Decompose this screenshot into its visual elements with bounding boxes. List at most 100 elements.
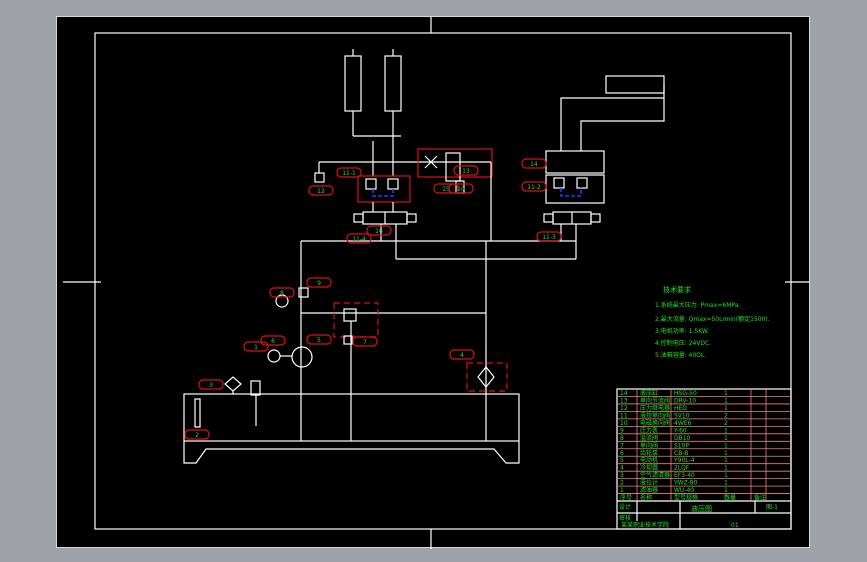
bom-cell: CB-B: [674, 450, 688, 457]
vertical-cylinders: [314, 49, 491, 183]
bom-cell: 压力表: [640, 426, 658, 434]
component-tag: 6: [260, 335, 286, 346]
bom-cell: 电磁换向阀: [640, 419, 670, 427]
bom-cell: DB10: [674, 435, 691, 442]
bom-cell: 液压缸: [640, 389, 658, 397]
bom-cell: HSG-50: [674, 390, 697, 397]
component-tag: 8: [269, 287, 295, 298]
bom-cell: 数量: [724, 494, 736, 502]
bom-cell: 1: [724, 480, 728, 487]
svg-text:3: 3: [209, 382, 213, 389]
component-tag: 11-1: [336, 167, 362, 178]
bom-cell: 3: [620, 472, 624, 479]
svg-text:9: 9: [317, 280, 321, 287]
bom-cell: 4: [620, 465, 624, 472]
bom-cell: SV10: [674, 412, 690, 419]
bom-cell: 压力继电器: [640, 404, 670, 412]
bom-cell: 10: [620, 420, 628, 427]
component-tag: 12: [308, 185, 334, 196]
bom-cell: 13: [620, 397, 628, 404]
bom-cell: 2LQF: [674, 465, 690, 472]
svg-text:审核: 审核: [619, 514, 631, 522]
bom-cell: YWZ-80: [673, 480, 698, 487]
bom-cell: 空气滤清器: [640, 471, 670, 479]
component-tag: 2: [184, 429, 210, 440]
pump-icon: [291, 346, 313, 368]
svg-text:3.电机功率: 1.5KW.: 3.电机功率: 1.5KW.: [655, 327, 709, 335]
svg-text:6: 6: [271, 338, 275, 345]
svg-text:10: 10: [457, 186, 465, 193]
bom-cell: 冷却器: [640, 464, 658, 472]
bom-cell: 单向阀: [640, 441, 658, 449]
bom-cell: 1: [724, 450, 728, 457]
drawing-border: [94, 32, 792, 530]
svg-text:01: 01: [731, 522, 739, 529]
bom-cell: DRV-10: [674, 397, 696, 404]
svg-text:15: 15: [442, 186, 450, 193]
svg-text:2: 2: [195, 432, 199, 439]
bom-cell: 备注: [754, 494, 766, 502]
svg-text:2.最大流量: Qmax=50L/min(额定1500).: 2.最大流量: Qmax=50L/min(额定1500).: [655, 315, 770, 323]
svg-text:7: 7: [363, 339, 367, 346]
bom-cell: 1: [724, 472, 728, 479]
bom-cell: 8: [620, 435, 624, 442]
component-tag: 7: [352, 336, 378, 347]
svg-text:1.系统最大压力: Pmax=6MPa.: 1.系统最大压力: Pmax=6MPa.: [655, 301, 740, 309]
component-tag: 11-4: [346, 233, 372, 244]
bom-cell: 4WE6: [674, 420, 692, 427]
bom-cell: WU-40: [674, 487, 694, 494]
svg-text:4: 4: [460, 352, 464, 359]
horizontal-cylinder: [605, 75, 665, 94]
component-tag: 11-2: [521, 181, 547, 192]
component-tag: 14: [521, 158, 547, 169]
svg-text:4.控制电压: 24VDC.: 4.控制电压: 24VDC.: [655, 339, 711, 347]
bom-cell: 5: [620, 457, 624, 464]
bom-cell: 14: [620, 390, 628, 397]
svg-text:设计: 设计: [619, 503, 631, 511]
svg-text:1: 1: [254, 344, 258, 351]
component-tag: 4: [449, 349, 475, 360]
svg-text:13: 13: [462, 168, 470, 175]
component-tag: 16: [366, 225, 392, 236]
svg-text:11-3: 11-3: [542, 234, 556, 241]
svg-text:11-4: 11-4: [352, 236, 366, 243]
bom-cell: 1: [724, 457, 728, 464]
component-tag: 3: [198, 379, 224, 390]
component-tag: 1: [243, 341, 269, 352]
component-tag: 10: [448, 183, 474, 194]
svg-text:12: 12: [317, 188, 325, 195]
svg-text:16: 16: [375, 228, 383, 235]
oil-tank: [183, 393, 520, 464]
bom-cell: Y-60: [673, 427, 687, 434]
component-tag: 11-3: [536, 231, 562, 242]
bom-cell: EF3-40: [674, 472, 695, 479]
bom-cell: 2: [724, 420, 728, 427]
svg-text:图-1: 图-1: [766, 504, 778, 511]
bom-cell: 型号规格: [674, 494, 698, 502]
svg-text:11-1: 11-1: [342, 170, 356, 177]
bom-cell: 序号: [620, 494, 632, 502]
bom-cell: 7: [620, 442, 624, 449]
bom-cell: 1: [724, 487, 728, 494]
component-tag: 9: [306, 277, 332, 288]
svg-text:11-2: 11-2: [527, 184, 541, 191]
bom-cell: 11: [620, 412, 628, 419]
svg-text:某某职业技术学院: 某某职业技术学院: [621, 521, 669, 529]
bom-cell: 1: [724, 465, 728, 472]
bom-cell: 液控单向阀: [640, 411, 670, 419]
bom-cell: Y90L-4: [673, 457, 695, 464]
component-tag: 15: [433, 183, 459, 194]
bom-cell: 6: [620, 450, 624, 457]
bom-cell: 1: [724, 397, 728, 404]
bom-cell: 9: [620, 427, 624, 434]
bom-cell: 1: [724, 405, 728, 412]
bom-cell: 1: [724, 442, 728, 449]
svg-text:8: 8: [280, 290, 284, 297]
bom-cell: 齿轮泵: [640, 449, 658, 457]
technical-requirements: 技术要求 1.系统最大压力: Pmax=6MPa. 2.最大流量: Qmax=5…: [655, 285, 770, 359]
bom-cell: 12: [620, 405, 628, 412]
svg-text:5.油箱容量: 40OL.: 5.油箱容量: 40OL.: [655, 351, 706, 359]
